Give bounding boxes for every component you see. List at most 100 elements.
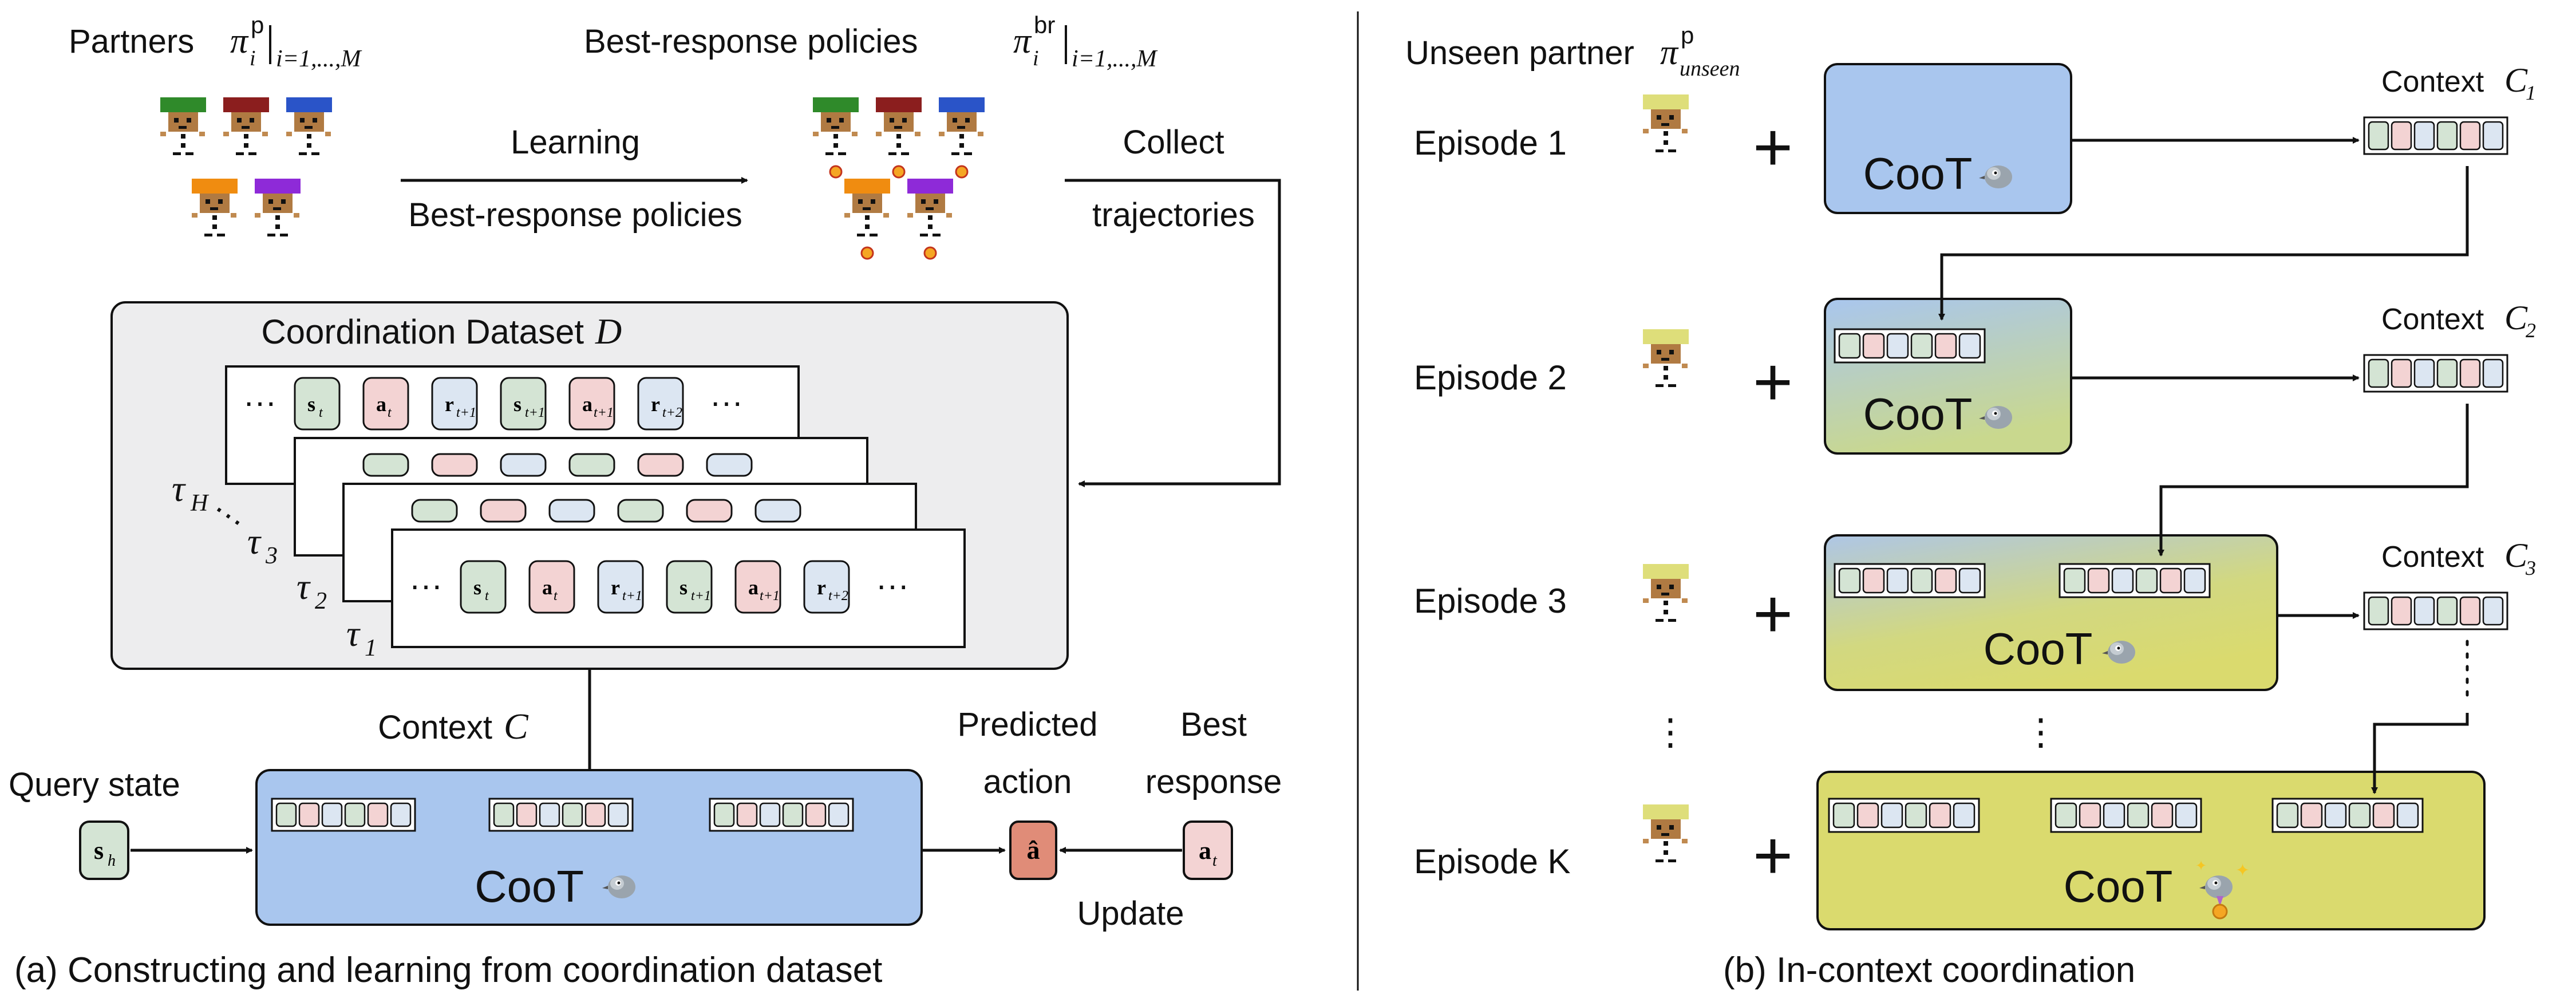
- context-cell: [2175, 802, 2198, 829]
- trajectory-token: [460, 560, 507, 614]
- collect-arrow: [1065, 179, 1281, 487]
- context-cell: [2276, 802, 2299, 829]
- trajectory-token: [480, 499, 527, 523]
- episode-1-label: Episode 1: [1414, 124, 1567, 162]
- context-3-label: Context C 3: [2381, 536, 2536, 579]
- episode-3-context-slot-2: [2059, 563, 2211, 598]
- episode-3-context-slot-1: [1834, 563, 1986, 598]
- svg-text:C: C: [2504, 299, 2528, 337]
- trajectory-token: [294, 377, 341, 431]
- learning-label: Learning: [511, 124, 640, 161]
- token-main: r: [651, 393, 660, 416]
- context-cell: [2436, 358, 2458, 388]
- svg-text:3: 3: [2525, 557, 2536, 579]
- token-sub: t+1: [456, 405, 476, 420]
- trajectory-token: [431, 377, 478, 431]
- context-cell: [828, 802, 850, 827]
- coot-name-episode-3: CooT: [1984, 624, 2093, 674]
- coot-context-slot: [709, 798, 854, 832]
- context-label: Context: [378, 709, 492, 746]
- trajectory-token: [597, 560, 644, 614]
- context-cell: [2459, 121, 2481, 151]
- svg-text:i: i: [250, 46, 256, 70]
- context-cell: [2079, 802, 2101, 829]
- context-2-feedback-arrow: [2158, 404, 2469, 557]
- svg-text:1: 1: [2526, 81, 2536, 104]
- trajectory-token: [803, 560, 850, 614]
- episode-3-label: Episode 3: [1414, 582, 1567, 620]
- context-cell: [1838, 333, 1861, 359]
- token-sub: t: [554, 589, 558, 603]
- context-cell: [516, 802, 538, 827]
- context-cell: [2348, 802, 2371, 829]
- pigeon-medal-icon: ✦ ✦: [2195, 858, 2250, 920]
- context-cell: [1953, 802, 1976, 829]
- tau-2-label: τ: [297, 566, 311, 607]
- dataset-symbol: D: [595, 311, 622, 352]
- trajectory-token: [500, 453, 547, 477]
- token-sub: t: [485, 589, 489, 603]
- trajectory-token: [637, 377, 684, 431]
- predicted-token-text: â: [1027, 835, 1040, 865]
- context-1-label: Context C 1: [2381, 61, 2536, 104]
- episode-2-label: Episode 2: [1414, 358, 1567, 397]
- plus-k: +: [1753, 817, 1793, 894]
- context-cell: [805, 802, 827, 827]
- context-cell: [607, 802, 629, 827]
- token-sub: t: [319, 405, 323, 420]
- plus-3: +: [1753, 575, 1793, 652]
- trajectory-token: [411, 499, 458, 523]
- tau-1-label: τ: [346, 613, 361, 654]
- panel-b: Unseen partner π p unseen Episode 1 Epis…: [1405, 22, 2536, 990]
- context-cell: [1886, 567, 1909, 594]
- context-cell: [1929, 802, 1951, 829]
- context-cell: [1934, 567, 1957, 594]
- predicted-sublabel: action: [983, 763, 1072, 800]
- context-3-feedback-arrow: [2371, 713, 2469, 794]
- svg-text:π: π: [1660, 33, 1679, 72]
- coot-model-name: CooT: [475, 861, 584, 912]
- context-cell: [2391, 358, 2412, 388]
- token-sub: t+2: [662, 405, 682, 420]
- context-cell: [2368, 596, 2389, 626]
- context-cell: [493, 802, 515, 827]
- trajectory-token: [568, 453, 615, 477]
- context-cell: [2127, 802, 2150, 829]
- context-cell: [2368, 358, 2389, 388]
- context-cell: [2482, 121, 2504, 151]
- context-cell: [298, 802, 320, 827]
- context-cell: [1862, 333, 1885, 359]
- context-cell: [736, 802, 758, 827]
- context-cell: [2151, 802, 2174, 829]
- svg-text:Context: Context: [2381, 65, 2484, 98]
- context-cell: [782, 802, 804, 827]
- coot-context-slot: [488, 798, 634, 832]
- best-token-sub: t: [1212, 852, 1218, 870]
- trajectory-token: [362, 453, 409, 477]
- trajectory-token: [666, 560, 713, 614]
- tau-3-label: τ: [247, 521, 262, 562]
- vdots-model: ⋮: [2022, 711, 2059, 752]
- token-main: s: [679, 576, 688, 599]
- token-sub: t+1: [691, 589, 711, 603]
- context-cell: [2391, 596, 2412, 626]
- query-token-main: s: [94, 837, 104, 865]
- partner-chefs-icon: [160, 97, 332, 236]
- context-cell: [2368, 121, 2389, 151]
- context-cell: [562, 802, 583, 827]
- token-sub: t+1: [622, 589, 642, 603]
- context-cell: [2413, 121, 2435, 151]
- context-cell: [321, 802, 343, 827]
- svg-text:✦: ✦: [2195, 858, 2207, 874]
- episode-k-context-slot-1: [1828, 798, 1980, 833]
- trajectory-token: [528, 560, 575, 614]
- token-sub: t: [388, 405, 392, 420]
- svg-text:p: p: [251, 11, 264, 38]
- coot-name-episode-k: CooT: [2064, 861, 2173, 912]
- token-main: s: [307, 393, 315, 416]
- context-cell: [2459, 358, 2481, 388]
- context-cell: [2413, 358, 2435, 388]
- coot-name-episode-1: CooT: [1863, 148, 1973, 199]
